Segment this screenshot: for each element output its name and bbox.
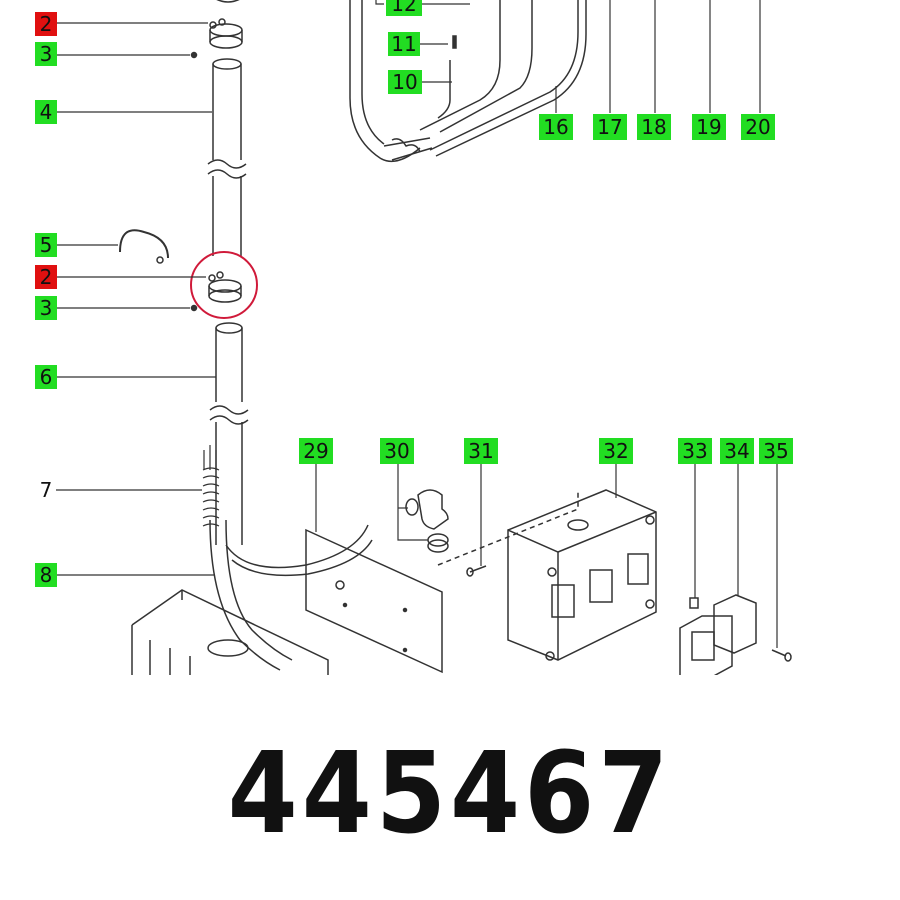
callout-box: [35, 365, 57, 389]
callout-label: 31: [468, 439, 493, 463]
callout-18: 18: [637, 114, 671, 140]
callout-label: 19: [696, 115, 721, 139]
callout-box: [599, 438, 633, 464]
callout-box: [35, 563, 57, 587]
callout-box: [388, 70, 422, 94]
callout-label: 10: [392, 70, 417, 94]
callout-label: 11: [391, 32, 416, 56]
callout-box: [593, 114, 627, 140]
callout-label: 12: [391, 0, 416, 16]
callout-label: 2: [40, 265, 53, 289]
callout-6: 6: [35, 365, 57, 389]
callout-label: 8: [40, 563, 53, 587]
callout-2: 2: [35, 12, 57, 36]
callout-box: [720, 438, 754, 464]
callout-31: 31: [464, 438, 498, 464]
callout-box: [678, 438, 712, 464]
callout-8: 8: [35, 563, 57, 587]
callout-32: 32: [599, 438, 633, 464]
callout-box: [35, 265, 57, 289]
callout-label: 6: [40, 365, 53, 389]
callout-label: 3: [40, 296, 53, 320]
callout-label: 33: [682, 439, 707, 463]
callout-29: 29: [299, 438, 333, 464]
callout-box: [637, 114, 671, 140]
callout-box: [35, 12, 57, 36]
part-number: 445467: [227, 729, 673, 859]
callout-box: [35, 42, 57, 66]
callout-19: 19: [692, 114, 726, 140]
callout-4: 4: [35, 100, 57, 124]
callout-box: [35, 100, 57, 124]
callout-3: 3: [35, 296, 57, 320]
callout-5: 5: [35, 233, 57, 257]
callout-34: 34: [720, 438, 754, 464]
callout-label: 16: [543, 115, 568, 139]
callout-box: [741, 114, 775, 140]
callout-box: [539, 114, 573, 140]
callout-17: 17: [593, 114, 627, 140]
callout-3: 3: [35, 42, 57, 66]
callout-box: [464, 438, 498, 464]
callout-2: 2: [35, 265, 57, 289]
callout-label: 5: [40, 233, 53, 257]
callout-label: 34: [724, 439, 749, 463]
callout-label: 7: [40, 478, 53, 502]
callout-label: 2: [40, 12, 53, 36]
callout-33: 33: [678, 438, 712, 464]
callout-35: 35: [759, 438, 793, 464]
callout-30: 30: [380, 438, 414, 464]
callout-label: 29: [303, 439, 328, 463]
callout-label: 4: [40, 100, 53, 124]
callout-label: 18: [641, 115, 666, 139]
callout-16: 16: [539, 114, 573, 140]
callout-label: 3: [40, 42, 53, 66]
callout-box: [35, 233, 57, 257]
callout-box: [759, 438, 793, 464]
callout-12: 12: [386, 0, 422, 16]
callout-label: 17: [597, 115, 622, 139]
callout-box: [380, 438, 414, 464]
callout-label: 20: [745, 115, 770, 139]
callout-label: 30: [384, 439, 409, 463]
callout-box: [388, 32, 420, 56]
callout-box: [692, 114, 726, 140]
callout-box: [386, 0, 422, 16]
callout-box: [299, 438, 333, 464]
callout-11: 11: [388, 32, 420, 56]
callout-7: 7: [40, 478, 53, 502]
callout-box: [35, 296, 57, 320]
callout-label: 35: [763, 439, 788, 463]
callout-label: 32: [603, 439, 628, 463]
callout-20: 20: [741, 114, 775, 140]
callout-10: 10: [388, 70, 422, 94]
